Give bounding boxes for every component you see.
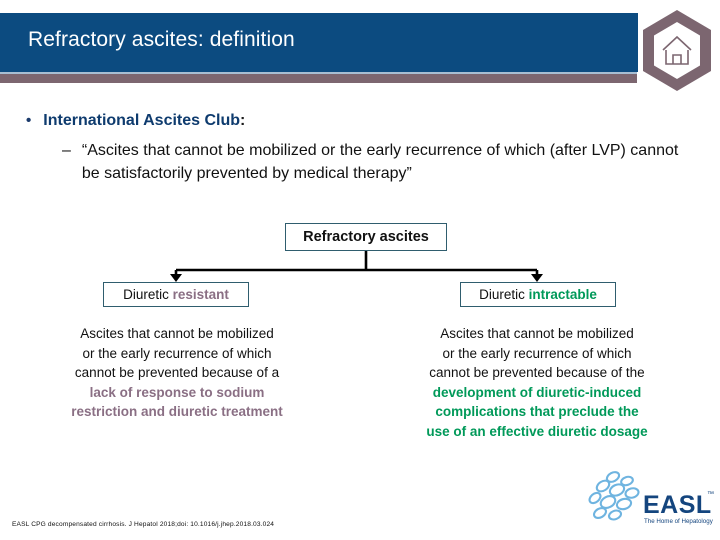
desc-left-line-2: or the early recurrence of which (82, 345, 272, 361)
bullet-level2: – “Ascites that cannot be mobilized or t… (62, 139, 698, 185)
desc-right-em-line-2: complications that preclude the (435, 404, 639, 419)
easl-wordmark: EASL (643, 491, 712, 519)
desc-right-line-2: or the early recurrence of which (442, 345, 632, 361)
flow-node-diuretic-intractable[interactable]: Diuretic intractable (460, 282, 616, 307)
header-rule-mauve (0, 74, 637, 83)
bullet-level1-suffix: : (240, 112, 246, 129)
desc-right-em-line-1: development of diuretic-induced (432, 384, 642, 400)
desc-left-em-line-2: restriction and diuretic treatment (71, 404, 283, 419)
flow-node-left-plain: Diuretic (123, 287, 169, 302)
desc-right-line-3: cannot be prevented because of the (429, 365, 645, 380)
header-rule-light (0, 72, 637, 74)
flow-node-left-emphasis: resistant (172, 287, 229, 302)
desc-left-line-1: Ascites that cannot be mobilized (80, 326, 274, 341)
bullet-marker-icon: • (26, 112, 32, 129)
desc-right-line-1: Ascites that cannot be mobilized (440, 326, 634, 341)
flow-node-right-plain: Diuretic (479, 287, 525, 302)
bullet-level2-text: “Ascites that cannot be mobilized or the… (81, 142, 679, 182)
bullet-level1: • International Ascites Club: (26, 110, 698, 132)
easl-cells-icon (588, 471, 640, 521)
flow-node-right-emphasis: intractable (528, 287, 597, 302)
easl-trademark: ™ (707, 491, 714, 498)
bullet-dash-marker-icon: – (62, 142, 71, 159)
desc-right-em-line-3: use of an effective diuretic dosage (426, 423, 648, 439)
title-band (0, 13, 638, 72)
bullet-level1-text: International Ascites Club: (43, 110, 245, 132)
flow-description-resistant: Ascites that cannot be mobilized or the … (38, 324, 316, 422)
flow-description-intractable: Ascites that cannot be mobilized or the … (393, 324, 681, 441)
citation-text: EASL CPG decompensated cirrhosis. J Hepa… (12, 521, 275, 528)
flow-node-refractory-ascites[interactable]: Refractory ascites (285, 223, 447, 251)
bullet-block: • International Ascites Club: – “Ascites… (26, 110, 698, 185)
easl-tagline: The Home of Hepatology (644, 518, 714, 525)
refractory-ascites-flowchart: Refractory ascites Diuretic resistant Di… (0, 218, 720, 448)
easl-logo: EASL ™ The Home of Hepatology (586, 470, 714, 532)
page-title: Refractory ascites: definition (28, 28, 295, 51)
desc-left-em-line-1: lack of response to sodium (89, 384, 265, 400)
desc-left-line-3: cannot be prevented because of a (74, 365, 280, 380)
flow-node-diuretic-resistant[interactable]: Diuretic resistant (103, 282, 249, 307)
bullet-level1-heading: International Ascites Club (43, 112, 241, 129)
flowchart-connectors (170, 251, 543, 282)
home-hexagon-icon[interactable] (641, 9, 713, 92)
